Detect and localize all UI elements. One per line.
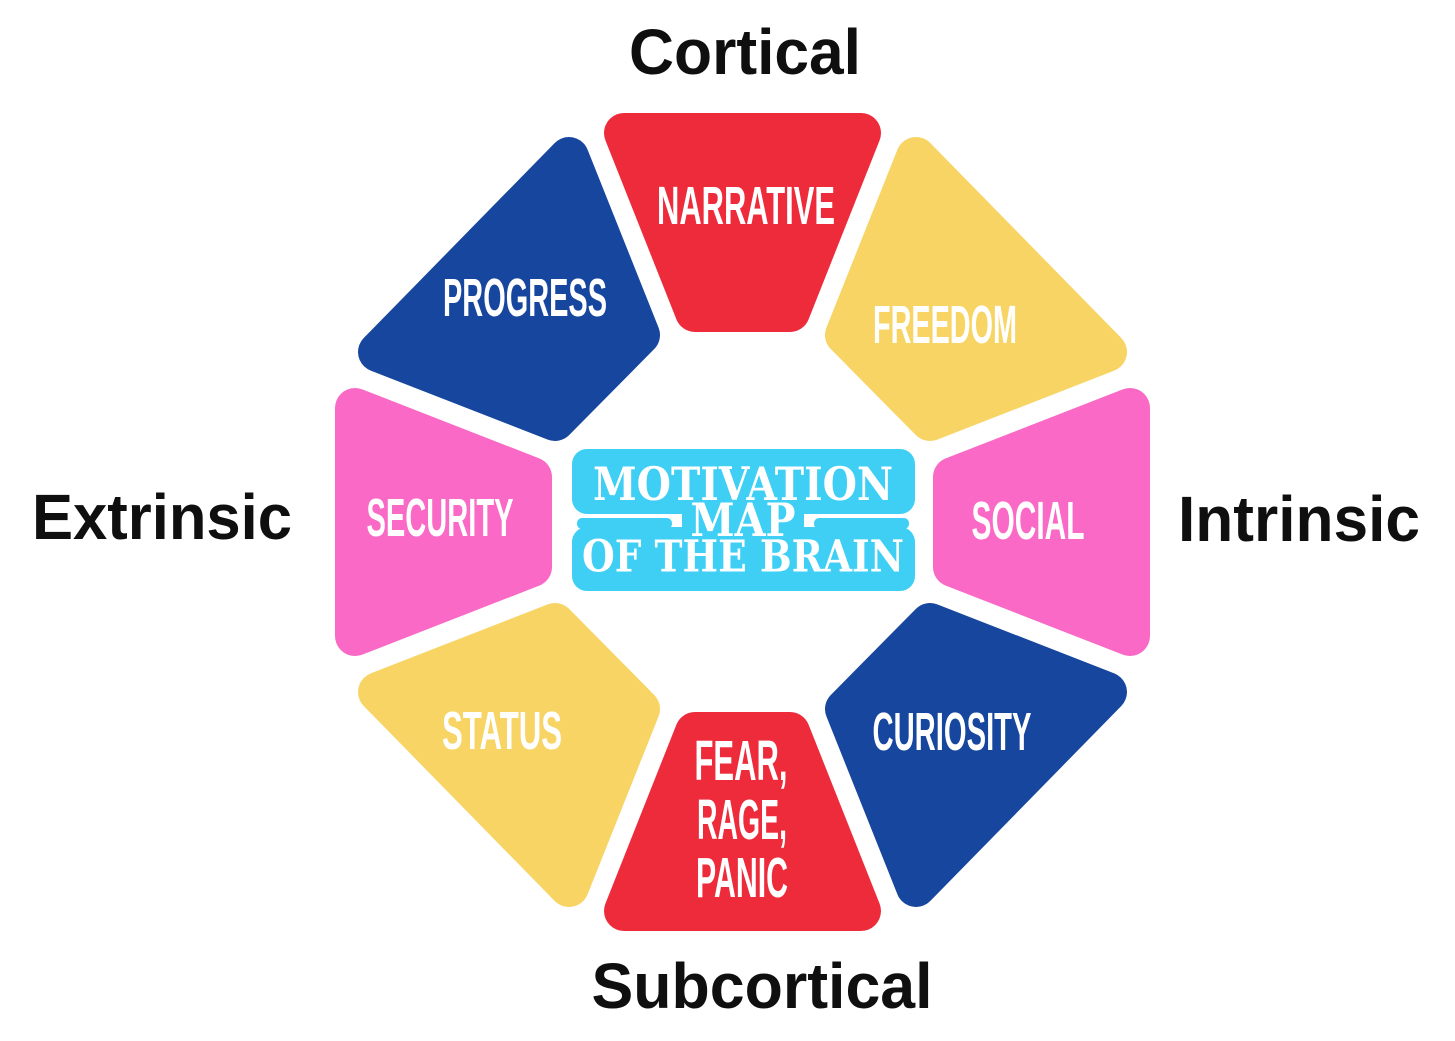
axis-label-subcortical: Subcortical: [592, 950, 933, 1022]
title-line-map: MAP: [691, 493, 796, 547]
axis-label-cortical: Cortical: [629, 16, 861, 88]
segment-social-shape: [933, 388, 1150, 656]
segment-progress-label: PROGRESS: [443, 268, 607, 328]
segment-progress: PROGRESS: [358, 137, 660, 441]
segment-social-label: SOCIAL: [972, 491, 1085, 551]
segment-narrative-shape: [604, 113, 881, 332]
title-dash-left: [577, 518, 672, 529]
segment-fear-line-3: PANIC: [696, 846, 788, 910]
segment-status: STATUS: [358, 603, 660, 907]
segment-security-label: SECURITY: [367, 488, 514, 548]
center-title-bubble: MOTIVATION MAP OF THE BRAIN: [572, 449, 915, 591]
segment-fear-line-2: RAGE,: [697, 788, 787, 852]
segment-narrative-label: NARRATIVE: [657, 176, 835, 236]
title-bubble-bottom: [572, 527, 915, 591]
segment-social: SOCIAL: [933, 388, 1150, 656]
segment-status-label: STATUS: [442, 701, 562, 761]
segment-freedom: FREEDOM: [825, 137, 1127, 441]
title-line-of-the-brain: OF THE BRAIN: [582, 532, 904, 583]
title-bubble-connector: [682, 500, 804, 540]
segment-narrative: NARRATIVE: [604, 113, 881, 332]
title-line-motivation: MOTIVATION: [593, 457, 893, 511]
segment-fear-line-1: FEAR,: [695, 729, 788, 793]
segment-security: SECURITY: [335, 388, 552, 656]
segment-curiosity: CURIOSITY: [825, 603, 1127, 907]
axis-label-extrinsic: Extrinsic: [32, 481, 292, 553]
segment-curiosity-shape: [825, 603, 1127, 907]
segment-fear-rage-panic: FEAR, RAGE, PANIC: [604, 712, 881, 931]
segment-status-shape: [358, 603, 660, 907]
segment-progress-shape: [358, 137, 660, 441]
segment-freedom-label: FREEDOM: [873, 295, 1017, 355]
segment-security-shape: [335, 388, 552, 656]
segment-curiosity-label: CURIOSITY: [873, 702, 1032, 762]
title-bubble-top: [572, 449, 915, 514]
segment-fear-rage-panic-shape: [604, 712, 881, 931]
axis-label-intrinsic: Intrinsic: [1178, 483, 1420, 555]
title-dash-right: [814, 518, 909, 529]
segment-freedom-shape: [825, 137, 1127, 441]
